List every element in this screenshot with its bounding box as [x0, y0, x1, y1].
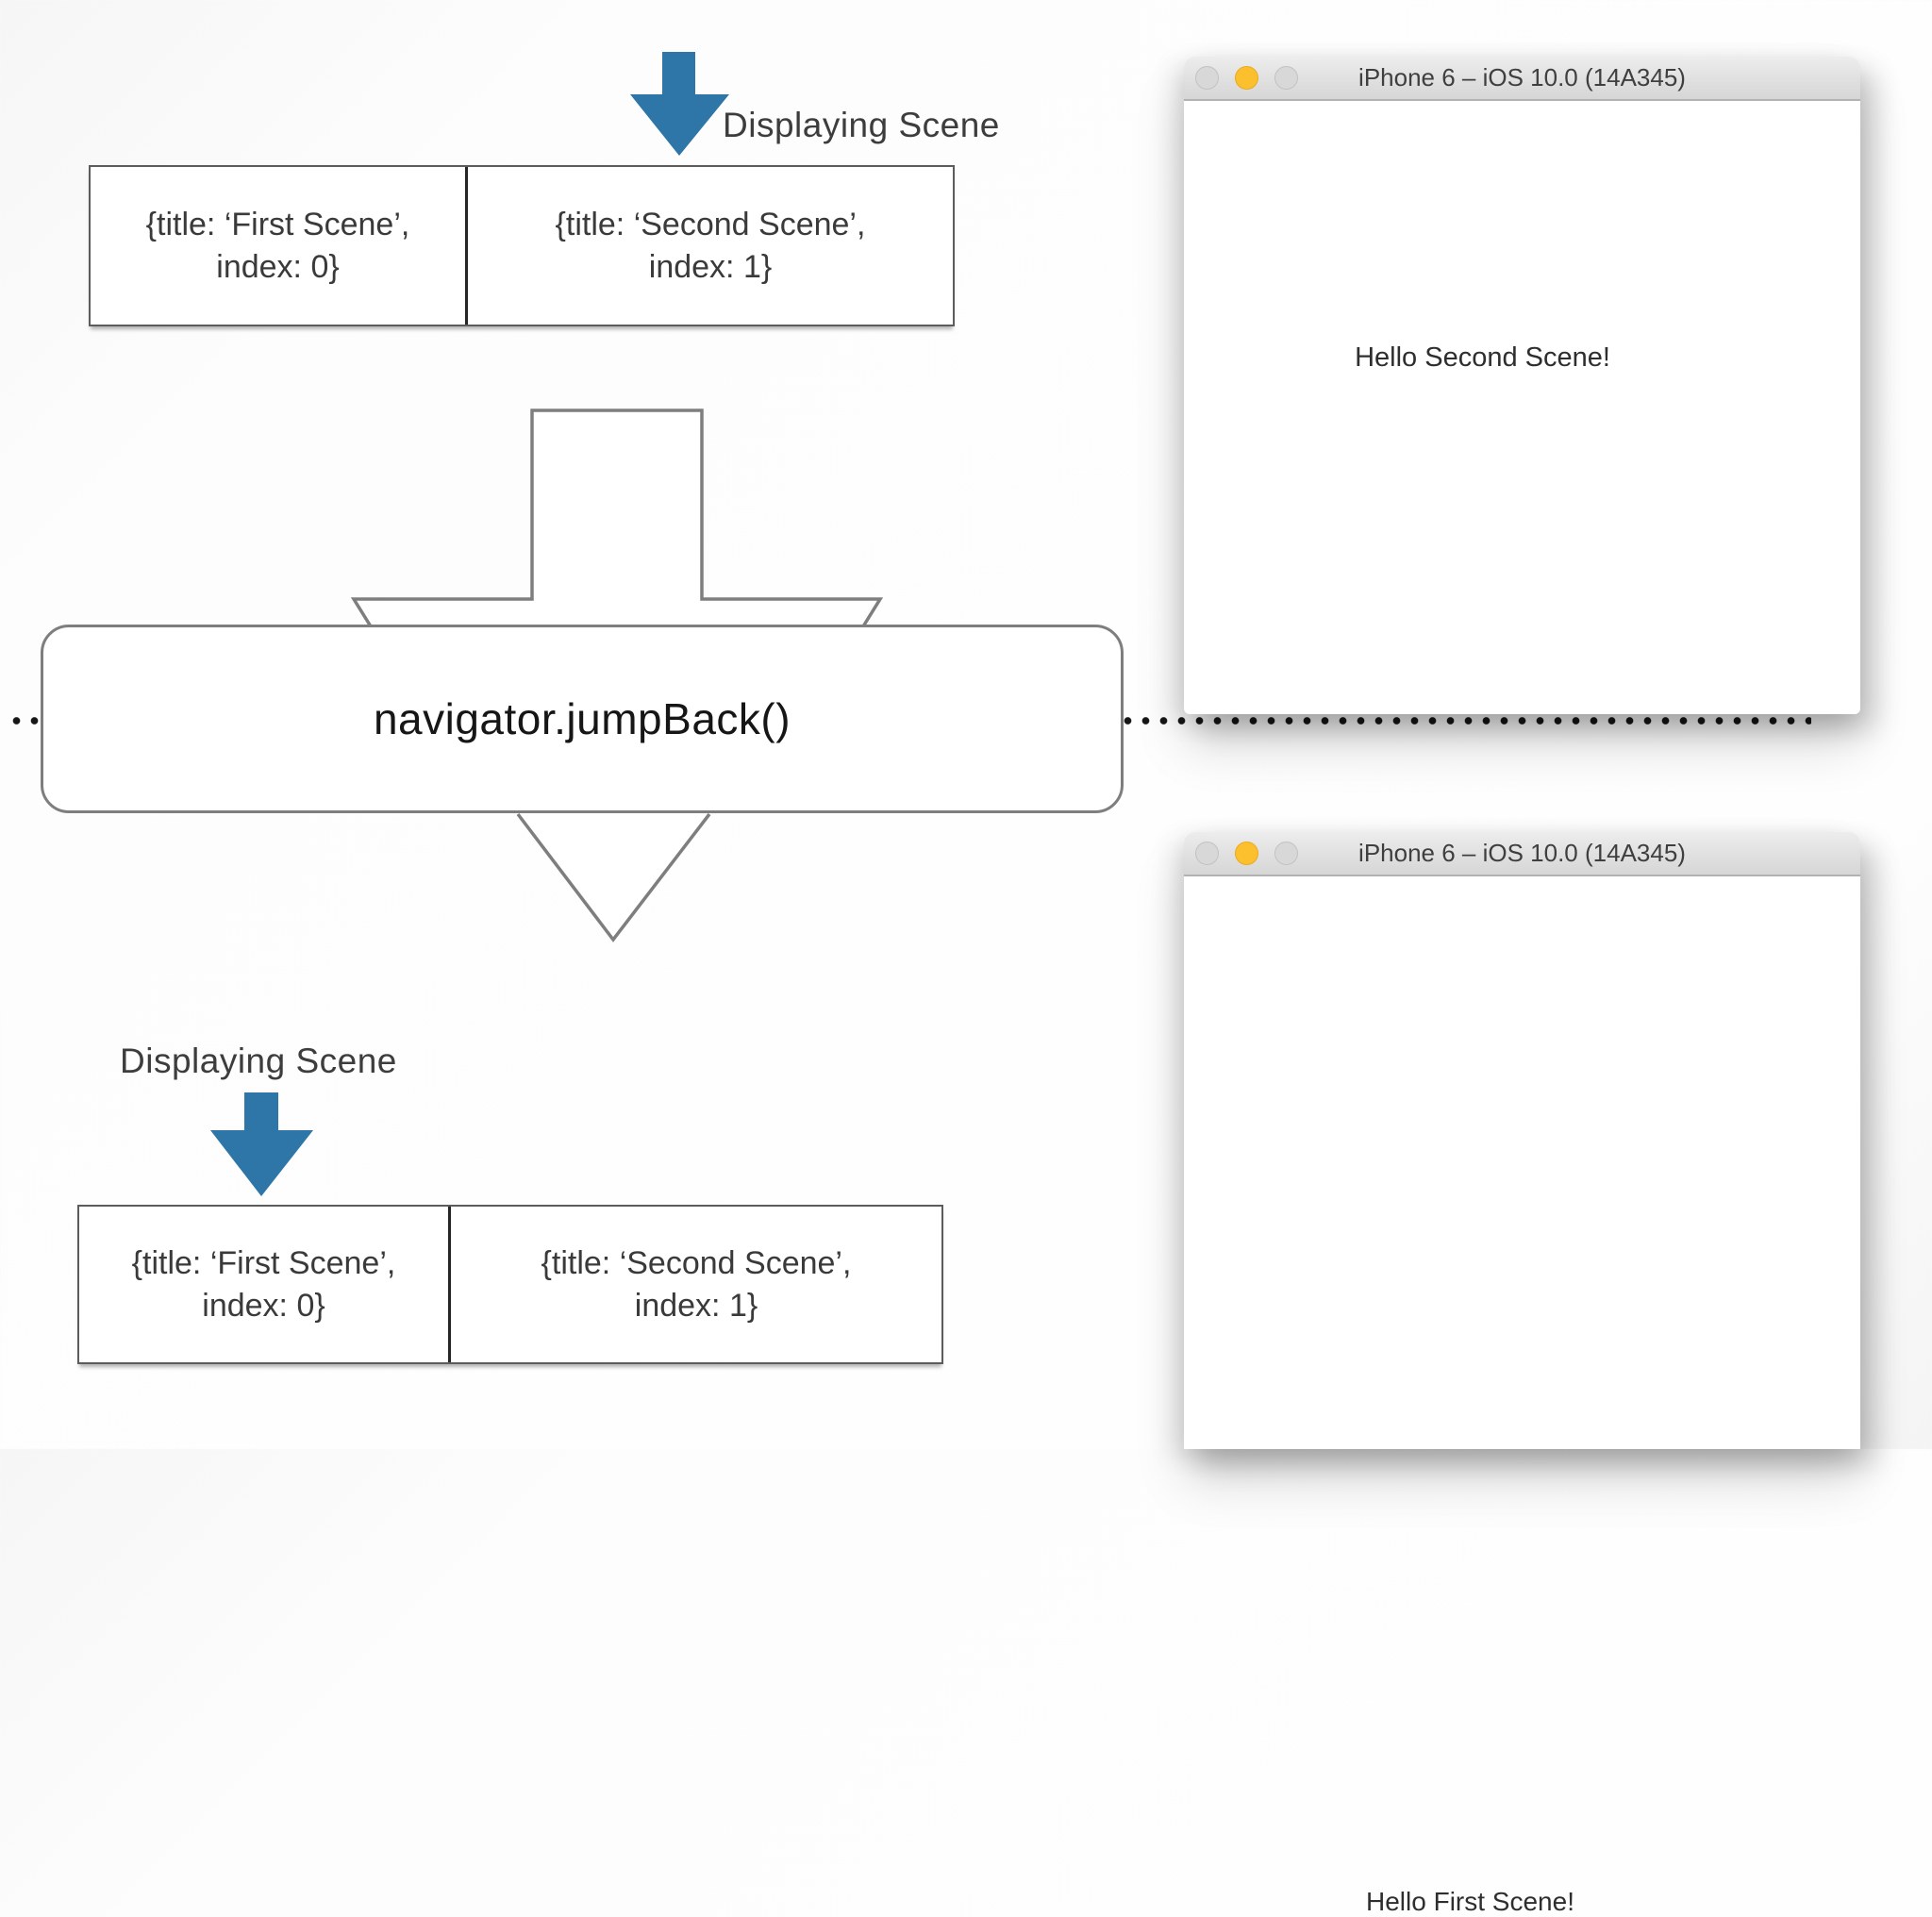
simulator-titlebar[interactable]: iPhone 6 – iOS 10.0 (14A345) [1184, 57, 1860, 101]
scene-message: Hello First Scene! [1366, 1887, 1574, 1916]
route-stack-bottom: {title: ‘First Scene’, index: 0} {title:… [77, 1205, 943, 1364]
route-cell-first-scene: {title: ‘First Scene’, index: 0} [79, 1207, 448, 1362]
scene-message: Hello Second Scene! [1355, 342, 1610, 373]
route-cell-line: {title: ‘Second Scene’, [541, 1244, 852, 1281]
route-cell-line: {title: ‘First Scene’, [131, 1244, 396, 1281]
route-cell-line: index: 1} [634, 1287, 758, 1324]
displaying-scene-label-bottom: Displaying Scene [120, 1042, 397, 1080]
route-cell-line: {title: ‘First Scene’, [145, 206, 410, 242]
window-close-button[interactable] [1195, 66, 1219, 90]
route-stack-top: {title: ‘First Scene’, index: 0} {title:… [89, 165, 955, 326]
blue-arrow-bottom-icon [210, 1092, 313, 1196]
simulator-window-second-scene: iPhone 6 – iOS 10.0 (14A345) Hello Secon… [1184, 57, 1860, 714]
window-title: iPhone 6 – iOS 10.0 (14A345) [1358, 839, 1686, 867]
hollow-arrow-icon [350, 408, 884, 628]
window-zoom-button[interactable] [1274, 66, 1298, 90]
hollow-arrowhead-down-icon [516, 812, 711, 942]
route-cell-first-scene: {title: ‘First Scene’, index: 0} [91, 167, 465, 325]
simulator-window-first-scene: iPhone 6 – iOS 10.0 (14A345) Hello First… [1184, 832, 1860, 1916]
route-cell-line: index: 1} [648, 248, 773, 285]
route-cell-line: index: 0} [216, 248, 340, 285]
route-cell-second-scene: {title: ‘Second Scene’, index: 1} [465, 167, 953, 325]
window-zoom-button[interactable] [1274, 842, 1298, 865]
displaying-scene-label-top: Displaying Scene [723, 106, 1000, 144]
window-minimize-button[interactable] [1235, 66, 1258, 90]
route-cell-line: index: 0} [202, 1287, 325, 1324]
simulator-titlebar[interactable]: iPhone 6 – iOS 10.0 (14A345) [1184, 832, 1860, 876]
window-close-button[interactable] [1195, 842, 1219, 865]
jump-back-code: navigator.jumpBack() [373, 694, 791, 743]
route-cell-line: {title: ‘Second Scene’, [555, 206, 866, 242]
jump-back-box: navigator.jumpBack() [41, 625, 1124, 813]
route-cell-second-scene: {title: ‘Second Scene’, index: 1} [448, 1207, 941, 1362]
window-minimize-button[interactable] [1235, 842, 1258, 865]
blue-arrow-top-icon [630, 52, 729, 156]
window-title: iPhone 6 – iOS 10.0 (14A345) [1358, 63, 1686, 92]
